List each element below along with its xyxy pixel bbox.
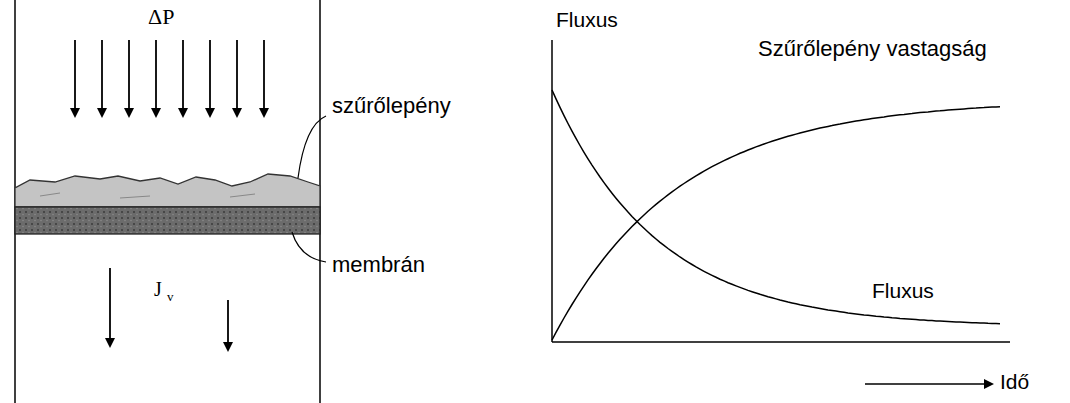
y-axis-label: Fluxus [556, 8, 618, 32]
pressure-arrow [74, 40, 76, 116]
cake-label: szűrőlepény [332, 93, 451, 118]
flux-curve [552, 90, 1000, 324]
filter-cake [15, 174, 320, 207]
cake-thickness-curve [552, 107, 1000, 340]
x-axis [552, 341, 1010, 343]
pressure-arrows [75, 40, 264, 116]
leader-line [298, 116, 326, 178]
pressure-arrow [101, 40, 103, 116]
pressure-arrow [263, 40, 265, 116]
pressure-arrow [128, 40, 130, 116]
pressure-label: ΔP [148, 4, 174, 29]
y-axis [551, 40, 553, 342]
flux-arrow [227, 300, 229, 350]
membrane [15, 207, 320, 234]
flux-symbol: J [154, 278, 162, 301]
pressure-arrow [209, 40, 211, 116]
flux-arrow [109, 268, 111, 346]
membrane-label: membrán [332, 252, 425, 277]
pressure-arrow [236, 40, 238, 116]
cake-texture [40, 193, 255, 198]
flux-subscript: v [167, 290, 174, 305]
x-axis-label: Idő [1000, 370, 1029, 394]
time-arrow [865, 383, 992, 385]
leader-line [292, 232, 326, 262]
pressure-arrow [182, 40, 184, 116]
curve-label: Szűrőlepény vastagság [758, 36, 987, 61]
curve-label: Fluxus [872, 279, 934, 303]
pressure-arrow [155, 40, 157, 116]
